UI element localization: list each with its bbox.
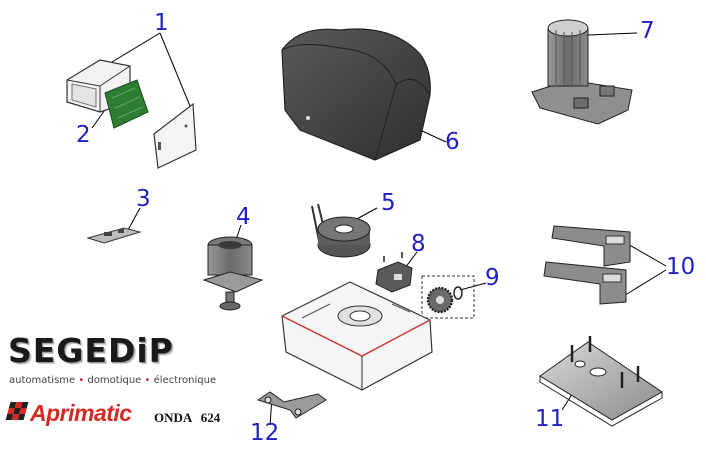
callout-1: 1	[154, 10, 169, 36]
callout-4: 4	[236, 204, 251, 230]
tagline-dot: •	[78, 375, 85, 386]
tagline-dot: •	[144, 375, 151, 386]
callout-7: 7	[640, 18, 655, 44]
callout-6: 6	[445, 129, 460, 155]
part-11-base-plate	[539, 336, 663, 427]
callout-8: 8	[411, 231, 426, 257]
part-3-small-board	[86, 227, 142, 244]
segedip-logo: SEGEDiP	[8, 331, 174, 370]
part-8-limit-switch	[375, 252, 413, 293]
part-4-motor-assembly	[202, 236, 264, 311]
callout-11: 11	[535, 406, 565, 432]
callout-5: 5	[381, 190, 396, 216]
model-label: ONDA 624	[154, 410, 221, 425]
part-6-cover	[281, 28, 431, 161]
tagline-domotique: domotique	[87, 375, 142, 386]
part-5-transformer	[311, 203, 371, 258]
callout-2: 2	[76, 122, 91, 148]
aprimatic-logo: Aprimatic	[30, 400, 132, 426]
part-7-motor-body	[531, 19, 633, 125]
part-2-control-board	[104, 79, 149, 129]
callout-10: 10	[666, 254, 696, 280]
main-housing	[281, 281, 433, 391]
checkered-flag-icon	[5, 402, 29, 420]
part-10-brackets	[543, 225, 631, 305]
callout-12: 12	[250, 420, 280, 446]
segedip-tagline: automatisme • domotique • électronique	[9, 375, 216, 386]
part-9-pinion	[421, 275, 475, 319]
callout-9: 9	[485, 265, 500, 291]
tagline-automatisme: automatisme	[9, 375, 76, 386]
callout-3: 3	[136, 186, 151, 212]
tagline-electronique: électronique	[153, 375, 217, 386]
part-12-release-lever	[256, 391, 327, 419]
